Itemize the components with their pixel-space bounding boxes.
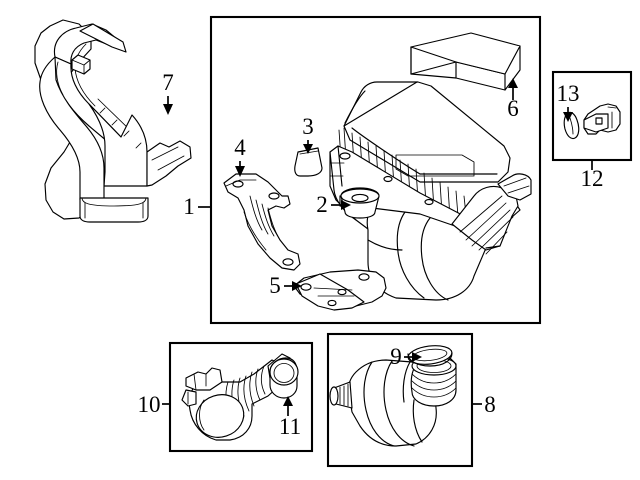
callout-number-6: 6 [507,96,519,121]
callout-number-9: 9 [390,344,402,369]
duct-body [39,23,192,223]
air-cleaner-assembly-group-box[interactable] [209,15,542,325]
grommet[interactable] [340,187,380,219]
air-inlet-duct[interactable] [34,19,192,223]
callout-numbers: 1 2 3 4 5 6 7 8 9 10 11 12 13 [138,70,604,439]
callout-number-4: 4 [234,135,246,160]
clip-plate[interactable] [294,147,323,177]
callout-number-3: 3 [302,114,314,139]
group-boxes [168,15,633,468]
upper-mounting-bracket[interactable] [223,173,301,271]
callout-number-8: 8 [484,392,496,417]
resonator-assembly-box[interactable] [326,332,474,468]
air-intake-hose-box[interactable] [168,341,314,453]
air-filter-element[interactable] [410,32,521,91]
resonator-assembly[interactable] [329,355,457,447]
lower-mounting-bracket[interactable] [293,269,387,311]
callout-number-2: 2 [316,192,328,217]
callout-number-1: 1 [183,194,195,219]
callout-number-11: 11 [279,414,301,439]
callout-number-10: 10 [138,392,161,417]
callout-number-5: 5 [269,273,281,298]
hose-ring-seal[interactable] [269,357,299,399]
callout-leaders [162,78,593,416]
clip-assembly[interactable] [563,103,621,140]
air-cleaner-assembly[interactable] [329,81,532,301]
callout-number-7: 7 [162,70,174,95]
callout-number-13: 13 [557,81,580,106]
air-cleaner-outlet-elbow [366,173,532,301]
air-cleaner-cover [343,81,511,183]
callout-number-12: 12 [581,166,604,191]
